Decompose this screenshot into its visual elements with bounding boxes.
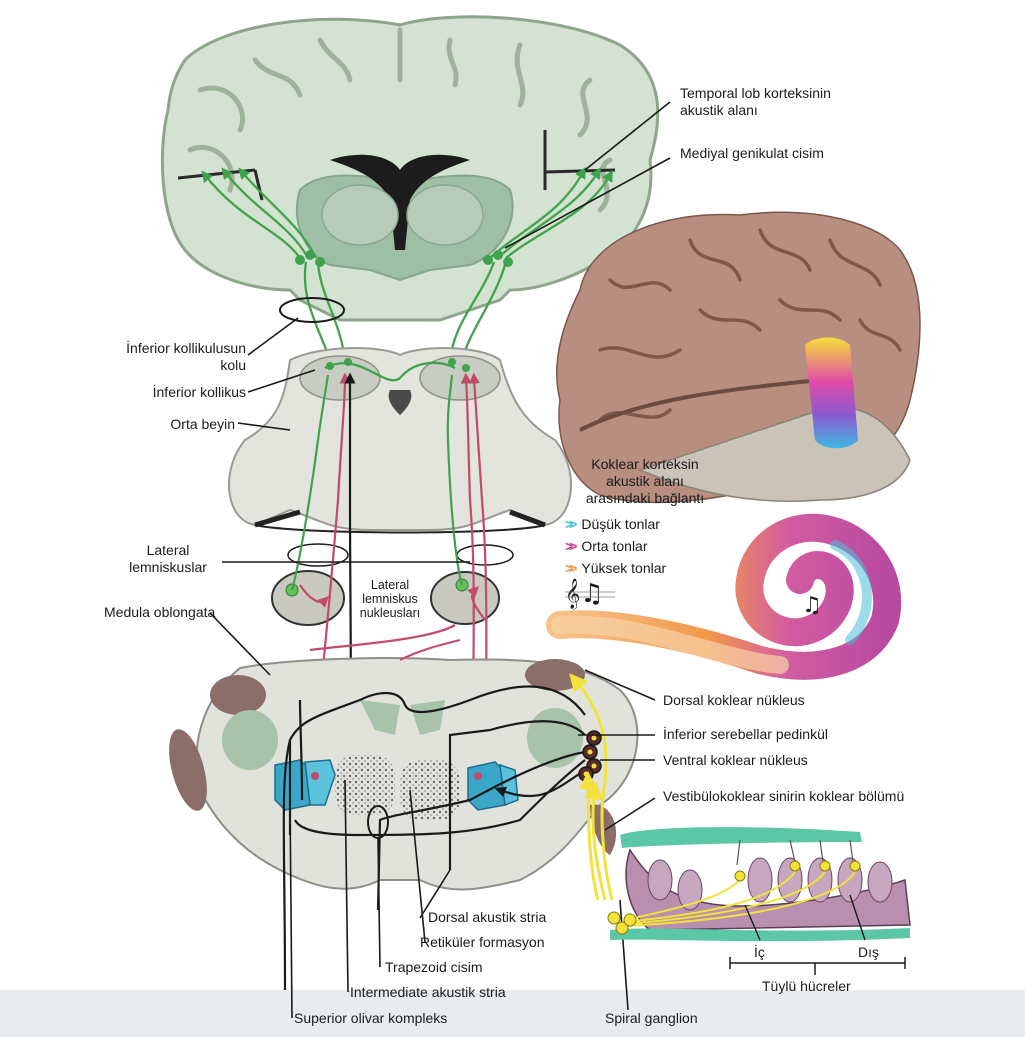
label-vestibulocochlear: Vestibülokoklear sinirin koklear bölümü: [663, 788, 904, 805]
label-inferior-colliculus-brachium: İnferior kollikulusun kolu: [126, 340, 246, 374]
label-inferior-colliculus: İnferior kollikus: [153, 384, 246, 401]
label-dorsal-cochlear: Dorsal koklear nükleus: [663, 692, 805, 709]
midbrain-section: [229, 348, 571, 532]
medulla-section: [162, 658, 638, 889]
chevron-icon: >>: [565, 560, 573, 576]
svg-text:♫: ♫: [802, 593, 822, 618]
label-temporal-lobe: Temporal lob korteksinin akustik alanı: [680, 85, 831, 119]
label-dorsal-stria: Dorsal akustik stria: [428, 909, 546, 926]
label-inner-hair: İç: [754, 944, 765, 961]
label-medial-geniculate: Mediyal genikulat cisim: [680, 145, 824, 162]
label-trapezoid-body: Trapezoid cisim: [385, 959, 483, 976]
label-cortex-connection: Koklear korteksin akustik alanı arasında…: [565, 456, 725, 507]
tone-low: >>Düşük tonlar: [565, 516, 660, 532]
tone-high: >>Yüksek tonlar: [565, 560, 666, 576]
label-ventral-cochlear: Ventral koklear nükleus: [663, 752, 808, 769]
chevron-icon: >>: [565, 538, 573, 554]
label-inferior-cerebellar: İnferior serebellar pedinkül: [663, 726, 828, 743]
label-intermediate-stria: Intermediate akustik stria: [350, 984, 506, 1001]
coronal-brain-section: [162, 17, 657, 320]
label-superior-olivary: Superior olivar kompleks: [294, 1010, 447, 1027]
label-medulla: Medula oblongata: [104, 604, 215, 621]
label-ll-nuclei: Lateral lemniskus nukleusları: [345, 578, 435, 620]
label-hair-cells: Tüylü hücreler: [762, 978, 851, 995]
tone-mid: >>Orta tonlar: [565, 538, 648, 554]
superior-olivary-right: [468, 762, 518, 810]
label-spiral-ganglion: Spiral ganglion: [605, 1010, 698, 1027]
ll-nucleus-left: [272, 571, 344, 625]
label-outer-hair: Dış: [858, 944, 879, 961]
label-reticular-formation: Retiküler formasyon: [420, 934, 545, 951]
chevron-icon: >>: [565, 516, 573, 532]
svg-text:𝄞♫: 𝄞♫: [565, 578, 604, 610]
label-midbrain: Orta beyin: [170, 416, 235, 433]
label-lateral-lemniscus: Lateral lemniskuslar: [112, 542, 224, 576]
